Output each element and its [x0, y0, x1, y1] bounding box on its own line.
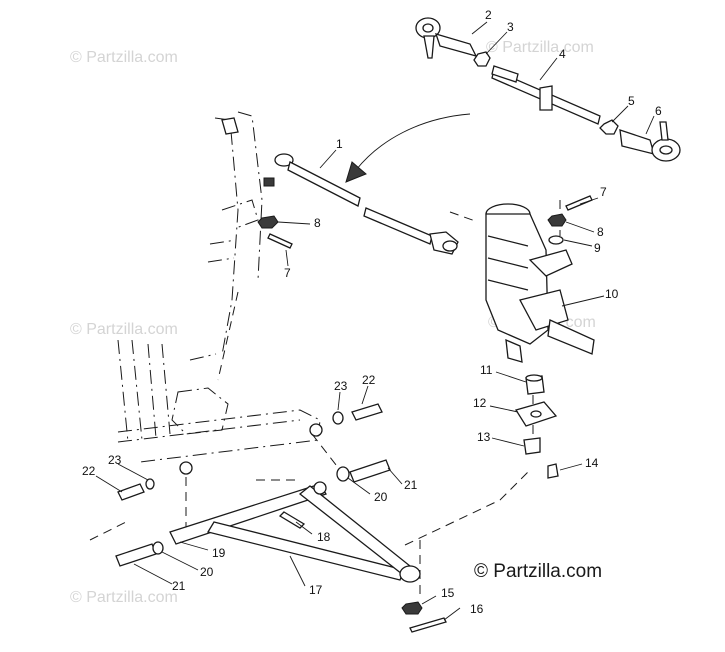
bolt-7-left[interactable] — [267, 233, 293, 249]
callout-6: 6 — [655, 104, 662, 118]
jam-nut-right[interactable] — [599, 119, 619, 135]
nut-8-right[interactable] — [547, 213, 567, 227]
bushing-21-left[interactable] — [115, 543, 157, 567]
bolt-22-left[interactable] — [117, 483, 145, 501]
tie-rod-assembly-exploded — [415, 17, 681, 162]
ball-joint-parts — [514, 374, 559, 479]
callout-23-left: 23 — [108, 453, 122, 467]
callout-23-right: 23 — [334, 379, 348, 393]
callout-4: 4 — [559, 47, 566, 61]
tie-rod-end-left[interactable] — [415, 17, 478, 59]
spindle-fasteners — [547, 195, 593, 245]
callout-1: 1 — [336, 137, 343, 151]
nut-8-left[interactable] — [257, 215, 279, 229]
watermark-bottom-right: © Partzilla.com — [474, 561, 602, 582]
callout-13: 13 — [477, 430, 491, 444]
boot-13[interactable] — [523, 437, 541, 455]
castle-nut-15[interactable] — [401, 601, 423, 615]
callout-9: 9 — [594, 241, 601, 255]
callout-14: 14 — [585, 456, 599, 470]
leader-lines — [95, 21, 655, 621]
callout-22-left: 22 — [82, 464, 96, 478]
bolt-7-right[interactable] — [565, 195, 593, 211]
callout-8-left: 8 — [314, 216, 321, 230]
callout-8-right: 8 — [597, 225, 604, 239]
callout-7-left: 7 — [284, 266, 291, 280]
direction-arrow — [345, 113, 471, 183]
watermark-mid-left: © Partzilla.com — [70, 321, 178, 338]
callout-12: 12 — [473, 396, 487, 410]
a-arm[interactable] — [169, 481, 421, 583]
callout-15: 15 — [441, 586, 455, 600]
callout-21-left: 21 — [172, 579, 186, 593]
jam-nut-left[interactable] — [473, 51, 491, 67]
callout-19: 19 — [212, 546, 226, 560]
callout-10: 10 — [605, 287, 619, 301]
nut-23-right[interactable] — [332, 411, 344, 425]
spindle-knuckle[interactable] — [485, 203, 595, 363]
steering-post-fasteners — [221, 117, 293, 249]
callout-20-left: 20 — [200, 565, 214, 579]
mount-bolts — [117, 403, 383, 501]
bolt-22-right[interactable] — [351, 403, 383, 421]
tie-rod-assembled[interactable] — [274, 153, 459, 255]
cotter-pin-16[interactable] — [409, 617, 447, 633]
tie-rod-tube[interactable] — [491, 65, 601, 125]
callout-11: 11 — [480, 363, 493, 377]
assembly-lines — [89, 200, 561, 600]
callout-2: 2 — [485, 8, 492, 22]
watermark-bottom-left: © Partzilla.com — [70, 589, 178, 606]
tie-rod-end-right[interactable] — [619, 121, 681, 162]
watermark-top-left: © Partzilla.com — [70, 49, 178, 66]
washer-20-left[interactable] — [152, 541, 164, 555]
bushing-21-right[interactable] — [349, 459, 391, 483]
nut-23-left[interactable] — [145, 478, 155, 490]
callout-labels: 2 3 4 5 6 1 8 7 7 8 9 10 11 12 13 14 15 … — [82, 8, 662, 616]
washer-20-right[interactable] — [336, 466, 350, 482]
callout-5: 5 — [628, 94, 635, 108]
callout-18: 18 — [317, 530, 331, 544]
nut-14[interactable] — [547, 463, 559, 479]
callout-16: 16 — [470, 602, 484, 616]
watermark-top-mid: © Partzilla.com — [486, 39, 594, 56]
callout-22-right: 22 — [362, 373, 376, 387]
callout-3: 3 — [507, 20, 514, 34]
callout-20-right: 20 — [374, 490, 388, 504]
callout-7-right: 7 — [600, 185, 607, 199]
callout-21-right: 21 — [404, 478, 418, 492]
washer-9[interactable] — [548, 235, 564, 245]
callout-17: 17 — [309, 583, 323, 597]
lower-fasteners — [401, 601, 447, 633]
